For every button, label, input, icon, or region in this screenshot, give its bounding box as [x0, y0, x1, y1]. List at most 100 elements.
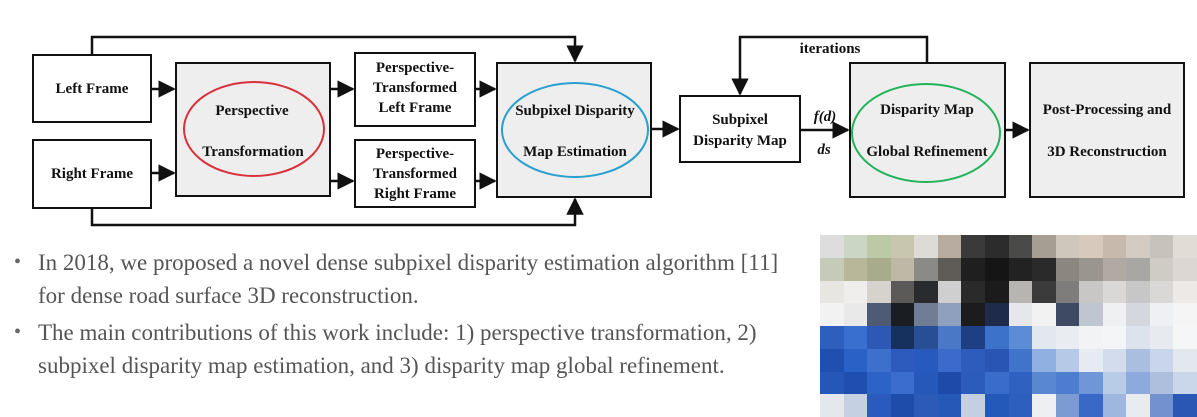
photo-pixel — [1149, 280, 1174, 304]
photo-pixel — [961, 394, 985, 417]
right-frame-box — [32, 139, 152, 209]
photo-pixel — [1149, 394, 1174, 417]
photo-pixel — [1102, 280, 1127, 304]
photo-pixel — [867, 280, 891, 304]
photo-pixel — [984, 303, 1009, 326]
photo-pixel — [1032, 348, 1056, 372]
global-refinement-box — [849, 62, 1006, 198]
photo-pixel — [1055, 371, 1080, 395]
photo-pixel — [961, 371, 985, 395]
photo-pixel — [1055, 235, 1080, 258]
photo-pixel — [890, 348, 915, 372]
photo-pixel — [1102, 394, 1127, 417]
perspective-transformation-box — [175, 62, 331, 197]
photo-pixel — [1055, 257, 1080, 281]
photo-pixel — [1032, 394, 1056, 417]
subpixel-blue-ellipse — [501, 82, 649, 178]
photo-pixel — [1008, 348, 1033, 372]
subpixel-est-line1: Subpixel Disparity — [515, 103, 635, 119]
photo-pixel — [1149, 326, 1174, 349]
photo-pixel — [843, 235, 868, 258]
blurred-road-photo — [820, 235, 1197, 417]
photo-pixel — [961, 280, 985, 304]
photo-pixel — [890, 394, 915, 417]
photo-pixel — [890, 371, 915, 395]
pt-right-line1: Perspective- — [376, 146, 454, 162]
bullet-item-1: In 2018, we proposed a novel dense subpi… — [14, 246, 804, 312]
photo-pixel — [1008, 326, 1033, 349]
photo-pixel — [914, 371, 938, 395]
photo-pixel — [937, 280, 962, 304]
iterations-label: iterations — [800, 41, 861, 57]
photo-pixel — [914, 257, 938, 281]
photo-pixel — [961, 257, 985, 281]
photo-pixel — [1079, 235, 1103, 258]
refinement-line2: Global Refinement — [866, 144, 987, 160]
photo-pixel — [984, 371, 1009, 395]
pt-left-line3: Left Frame — [379, 100, 452, 116]
photo-pixel — [1173, 280, 1197, 304]
photo-pixel — [1149, 348, 1174, 372]
post-processing-line1: Post-Processing and — [1043, 102, 1172, 118]
photo-pixel — [1126, 394, 1150, 417]
perspective-label-line1: Perspective — [215, 103, 289, 119]
photo-pixel — [937, 348, 962, 372]
pt-left-frame-box — [354, 52, 476, 127]
photo-pixel — [820, 326, 844, 349]
photo-pixel — [1079, 326, 1103, 349]
photo-pixel — [1149, 303, 1174, 326]
photo-pixel — [867, 257, 891, 281]
photo-pixel — [820, 303, 844, 326]
photo-pixel — [1055, 348, 1080, 372]
photo-pixel — [843, 326, 868, 349]
post-processing-line2: 3D Reconstruction — [1047, 144, 1167, 160]
photo-pixel — [1149, 235, 1174, 258]
photo-pixel — [820, 257, 844, 281]
photo-pixel — [843, 303, 868, 326]
photo-pixel — [937, 303, 962, 326]
photo-pixel — [1126, 348, 1150, 372]
photo-pixel — [890, 326, 915, 349]
photo-pixel — [1079, 280, 1103, 304]
photo-pixel — [1008, 235, 1033, 258]
photo-pixel — [843, 280, 868, 304]
photo-pixel — [1173, 303, 1197, 326]
photo-pixel — [1173, 326, 1197, 349]
perspective-red-ellipse — [183, 81, 325, 177]
photo-pixel — [867, 394, 891, 417]
photo-pixel — [820, 348, 844, 372]
photo-pixel — [1079, 348, 1103, 372]
photo-pixel — [1126, 303, 1150, 326]
photo-pixel — [914, 326, 938, 349]
post-processing-box — [1029, 62, 1185, 198]
photo-pixel — [1055, 326, 1080, 349]
photo-pixel — [961, 303, 985, 326]
photo-pixel — [1173, 235, 1197, 258]
photo-pixel — [1032, 303, 1056, 326]
ds-label: ds — [817, 142, 831, 158]
photo-pixel — [1032, 326, 1056, 349]
photo-pixel — [984, 326, 1009, 349]
photo-pixel — [1102, 348, 1127, 372]
photo-pixel — [1079, 371, 1103, 395]
photo-pixel — [843, 371, 868, 395]
photo-pixel — [1126, 235, 1150, 258]
photo-pixel — [820, 280, 844, 304]
pt-right-line3: Right Frame — [374, 186, 456, 202]
left-frame-box — [32, 54, 152, 123]
photo-pixel — [1008, 394, 1033, 417]
photo-pixel — [914, 280, 938, 304]
photo-pixel — [1032, 257, 1056, 281]
photo-pixel — [1055, 303, 1080, 326]
arrow-iterations-loop — [731, 35, 929, 96]
photo-pixel — [984, 257, 1009, 281]
photo-pixel — [1008, 257, 1033, 281]
photo-pixel — [1079, 303, 1103, 326]
pt-right-frame-box — [354, 139, 476, 208]
refinement-line1: Disparity Map — [880, 102, 974, 118]
photo-pixel — [914, 394, 938, 417]
photo-pixel — [984, 394, 1009, 417]
photo-pixel — [843, 348, 868, 372]
bullet-list: In 2018, we proposed a novel dense subpi… — [14, 246, 804, 386]
photo-pixel — [937, 371, 962, 395]
